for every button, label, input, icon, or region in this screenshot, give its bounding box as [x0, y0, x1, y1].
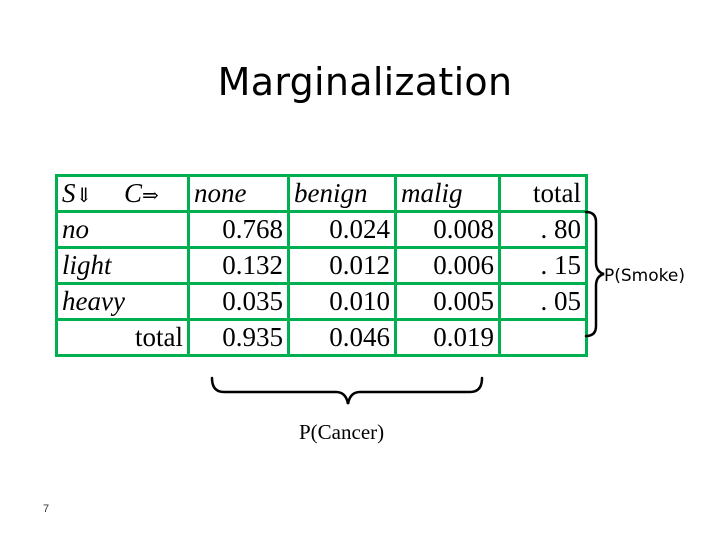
smoke-brace-icon	[584, 210, 605, 338]
table-header-row: S⇓ C⇒ none benign malig total	[55, 174, 588, 213]
table-cell: 0.024	[287, 210, 397, 249]
down-arrow-icon: ⇓	[75, 183, 93, 207]
column-variable: C	[124, 178, 143, 208]
row-label: light	[55, 246, 190, 285]
row-variable: S	[62, 178, 76, 208]
table-cell: 0.035	[187, 282, 290, 321]
table-cell: . 15	[498, 246, 588, 285]
table-cell: 0.006	[394, 246, 501, 285]
table-row: heavy 0.035 0.010 0.005 . 05	[55, 282, 588, 321]
table-row: no 0.768 0.024 0.008 . 80	[55, 210, 588, 249]
row-label: no	[55, 210, 190, 249]
table-cell: . 80	[498, 210, 588, 249]
page-number: 7	[43, 503, 50, 515]
table-cell: 0.768	[187, 210, 290, 249]
row-label: total	[55, 318, 190, 357]
right-arrow-icon: ⇒	[142, 183, 159, 207]
table-cell: 0.019	[394, 318, 501, 357]
table-row: light 0.132 0.012 0.006 . 15	[55, 246, 588, 285]
row-label: heavy	[55, 282, 190, 321]
column-header: none	[187, 174, 290, 213]
table-cell: 0.935	[187, 318, 290, 357]
p-smoke-label: P(Smoke)	[604, 266, 685, 286]
table-cell: 0.046	[287, 318, 397, 357]
cancer-brace-icon	[210, 376, 484, 405]
p-cancer-label: P(Cancer)	[299, 420, 385, 444]
table-cell: . 05	[498, 282, 588, 321]
table-cell: 0.012	[287, 246, 397, 285]
table-cell: 0.008	[394, 210, 501, 249]
slide-title: Marginalization	[217, 60, 513, 104]
table-cell	[498, 318, 588, 357]
table-cell: 0.005	[394, 282, 501, 321]
table-row: total 0.935 0.046 0.019	[55, 318, 588, 357]
table-cell: 0.010	[287, 282, 397, 321]
column-header: malig	[394, 174, 501, 213]
corner-cell: S⇓ C⇒	[55, 174, 190, 213]
probability-table: S⇓ C⇒ none benign malig total no 0.768 0…	[55, 174, 588, 357]
column-header: benign	[287, 174, 397, 213]
table-cell: 0.132	[187, 246, 290, 285]
column-header: total	[498, 174, 588, 213]
